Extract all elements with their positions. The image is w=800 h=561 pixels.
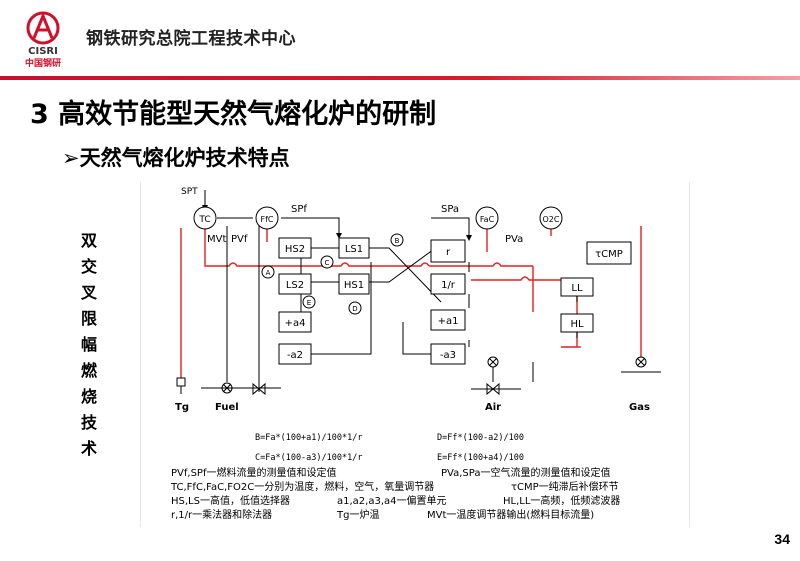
tc-controller: TC — [193, 206, 217, 230]
minus-a2-block: -a2 — [278, 343, 312, 365]
svg-text:E: E — [307, 299, 311, 307]
control-diagram: TC FfC FaC O2C SPT SPf SPa MVt PVf PVa H… — [140, 182, 690, 527]
slide-title: 3 高效节能型天然气熔化炉的研制 — [30, 99, 437, 130]
svg-text:LL: LL — [571, 283, 583, 294]
side-label-char: 幅 — [80, 335, 97, 354]
side-label-char: 烧 — [80, 387, 97, 406]
fuel-label: Fuel — [215, 402, 239, 413]
legend-row2-right: τCMP一纯滞后补偿环节 — [511, 480, 619, 493]
organization-name: 钢铁研究总院工程技术中心 — [86, 29, 296, 49]
marker-d: D — [348, 301, 362, 315]
ls1-block: LS1 — [338, 237, 370, 259]
air-label: Air — [485, 402, 501, 413]
side-label-char: 限 — [80, 309, 97, 328]
plus-a1-block: +a1 — [430, 309, 466, 331]
svg-text:O2C: O2C — [543, 215, 560, 224]
vertical-side-label: 双 交 叉 限 幅 燃 烧 技 术 — [75, 228, 103, 462]
legend-row2-left: TC,FfC,FaC,FO2C一分别为温度，燃料，空气，氧量调节器 — [170, 480, 434, 493]
svg-text:+a4: +a4 — [285, 318, 306, 329]
ll-block: LL — [560, 277, 594, 297]
o2c-controller: O2C — [539, 206, 563, 230]
header-divider — [0, 76, 800, 80]
fac-controller: FaC — [475, 206, 499, 230]
marker-e: E — [302, 295, 316, 309]
minus-a3-block: -a3 — [430, 343, 466, 365]
equation-c: C=Fa*(100-a3)/100*1/r — [255, 453, 362, 463]
inv-r-block: 1/r — [430, 273, 466, 295]
svg-text:A: A — [266, 269, 271, 277]
legend-row1-left: PVf,SPf一燃料流量的测量值和设定值 — [171, 466, 336, 479]
svg-text:D: D — [352, 305, 357, 313]
gas-label: Gas — [629, 402, 650, 413]
mv-t-label: MVt — [207, 234, 226, 245]
svg-text:LS2: LS2 — [286, 280, 304, 291]
svg-text:中国钢研: 中国钢研 — [25, 57, 61, 68]
legend-row4-right: MVt一温度调节器输出(燃料目标流量) — [427, 508, 594, 521]
marker-b: B — [390, 233, 404, 247]
subtitle-text: 天然气熔化炉技术特点 — [79, 146, 290, 170]
legend-row1-right: PVa,SPa一空气流量的测量值和设定值 — [441, 466, 610, 479]
marker-c: C — [320, 255, 334, 269]
side-label-char: 双 — [80, 231, 97, 250]
cisri-logo: CISRI 中国钢研 — [25, 11, 61, 68]
side-label-char: 叉 — [80, 283, 97, 302]
legend-row4-mid: Tg一炉温 — [336, 509, 379, 521]
hs2-block: HS2 — [278, 237, 312, 259]
pv-a-label: PVa — [505, 234, 523, 245]
svg-text:B: B — [395, 237, 400, 245]
marker-a: A — [261, 265, 275, 279]
svg-text:HS1: HS1 — [344, 280, 364, 291]
side-label-char: 交 — [80, 257, 97, 276]
svg-text:τCMP: τCMP — [595, 249, 623, 260]
svg-text:CISRI: CISRI — [28, 46, 58, 57]
equation-e: E=Ff*(100+a4)/100 — [437, 453, 524, 463]
side-label-char: 术 — [80, 439, 97, 458]
bullet-arrow-icon: ➢ — [62, 146, 80, 170]
control-diagram-svg: TC FfC FaC O2C SPT SPf SPa MVt PVf PVa H… — [170, 187, 661, 521]
svg-text:HL: HL — [570, 319, 584, 330]
equation-b: B=Fa*(100+a1)/100*1/r — [255, 433, 362, 443]
svg-text:LS1: LS1 — [345, 244, 363, 255]
svg-text:FfC: FfC — [260, 215, 273, 224]
tau-cmp-block: τCMP — [586, 241, 632, 265]
side-label-char: 技 — [80, 413, 97, 432]
r-block: r — [430, 239, 466, 263]
legend-row4-left: r,1/r一乘法器和除法器 — [171, 508, 272, 521]
legend-row3-mid: a1,a2,a3,a4一偏置单元 — [337, 494, 447, 507]
svg-text:1/r: 1/r — [441, 280, 456, 291]
legend-row3-right: HL,LL一高频，低频滤波器 — [503, 494, 620, 507]
pipe-lines — [180, 371, 661, 394]
hs1-block: HS1 — [338, 273, 370, 295]
svg-text:-a3: -a3 — [440, 350, 456, 361]
svg-text:-a2: -a2 — [287, 350, 303, 361]
sp-a-label: SPa — [441, 204, 459, 215]
slide-subtitle: ➢天然气熔化炉技术特点 — [62, 142, 290, 172]
valve-icons — [176, 356, 647, 396]
svg-text:TC: TC — [198, 215, 210, 225]
svg-text:C: C — [325, 259, 330, 267]
sp-f-label: SPf — [291, 204, 307, 215]
tg-label: Tg — [175, 402, 189, 413]
pv-f-label: PVf — [231, 234, 248, 245]
svg-text:HS2: HS2 — [285, 244, 305, 255]
svg-text:r: r — [446, 247, 451, 258]
side-label-char: 燃 — [80, 361, 97, 380]
sp-t-label: SPT — [181, 187, 198, 197]
plus-a4-block: +a4 — [278, 311, 312, 333]
ffc-controller: FfC — [255, 206, 279, 230]
red-signal-lines — [180, 226, 642, 378]
hl-block: HL — [560, 313, 594, 333]
svg-text:+a1: +a1 — [438, 316, 459, 327]
svg-text:FaC: FaC — [480, 215, 495, 224]
legend-row3-left: HS,LS一高值，低值选择器 — [171, 494, 290, 507]
page-number: 34 — [774, 531, 790, 547]
ls2-block: LS2 — [278, 273, 312, 295]
equation-d: D=Ff*(100-a2)/100 — [437, 433, 524, 443]
